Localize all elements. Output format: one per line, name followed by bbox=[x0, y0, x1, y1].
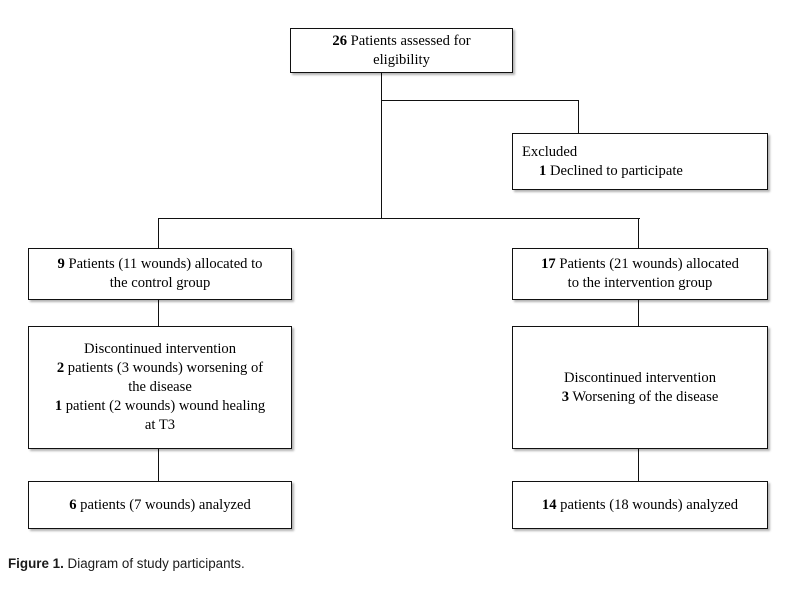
intervention-alloc-line-1-text: Patients (21 wounds) allocated bbox=[555, 256, 739, 273]
intervention-alloc-line-1: 17 Patients (21 wounds) allocated bbox=[520, 255, 760, 274]
intervention-disc-count: 3 bbox=[561, 388, 569, 405]
node-intervention-analyzed: 14 patients (18 wounds) analyzed bbox=[512, 481, 768, 529]
intervention-alloc-count: 17 bbox=[541, 256, 556, 273]
control-analyzed-line-1: 6 patients (7 wounds) analyzed bbox=[36, 496, 284, 515]
figure-caption: Figure 1. Diagram of study participants. bbox=[8, 556, 245, 571]
node-excluded: Excluded 1 Declined to participate bbox=[512, 133, 768, 190]
control-alloc-line-2: the control group bbox=[109, 275, 211, 291]
control-disc-line-3: the disease bbox=[128, 379, 192, 396]
control-disc-line-5: at T3 bbox=[144, 416, 176, 433]
connector-excluded-horizontal bbox=[381, 100, 579, 102]
connector-intervention-drop bbox=[638, 218, 640, 248]
connector-assessed-spine bbox=[381, 72, 383, 219]
intervention-analyzed-count: 14 bbox=[541, 496, 557, 513]
connector-control-drop bbox=[158, 218, 160, 248]
intervention-disc-line-2: 3 Worsening of the disease bbox=[520, 388, 760, 407]
intervention-analyzed-line-1: 14 patients (18 wounds) analyzed bbox=[520, 496, 760, 515]
excluded-line-2-text: Declined to participate bbox=[546, 162, 683, 179]
assessed-line-1-text: Patients assessed for bbox=[346, 32, 471, 49]
assessed-line-2: eligibility bbox=[373, 51, 430, 68]
node-control-analyzed: 6 patients (7 wounds) analyzed bbox=[28, 481, 292, 529]
intervention-disc-line-2-text: Worsening of the disease bbox=[568, 388, 719, 405]
node-patients-assessed-for-eligibility: 26 Patients assessed for eligibility bbox=[290, 28, 513, 73]
control-disc-line-4: 1 patient (2 wounds) wound healing bbox=[36, 397, 284, 416]
control-analyzed-line-1-text: patients (7 wounds) analyzed bbox=[76, 496, 251, 513]
connector-control-discontinued-to-analyzed bbox=[158, 449, 160, 481]
control-disc-count-a: 2 bbox=[56, 360, 65, 377]
control-alloc-count: 9 bbox=[57, 256, 65, 273]
node-control-group-allocation: 9 Patients (11 wounds) allocated to the … bbox=[28, 248, 292, 300]
connector-intervention-discontinued-to-analyzed bbox=[638, 449, 640, 481]
assessed-count: 26 bbox=[332, 32, 347, 49]
assessed-line-1: 26 Patients assessed for bbox=[298, 32, 505, 51]
control-alloc-line-1-text: Patients (11 wounds) allocated to bbox=[64, 256, 263, 273]
excluded-line-1: Excluded bbox=[522, 143, 578, 160]
control-disc-line-2: 2 patients (3 wounds) worsening of bbox=[36, 359, 284, 378]
connector-intervention-alloc-to-discontinued bbox=[638, 300, 640, 326]
node-intervention-group-allocation: 17 Patients (21 wounds) allocated to the… bbox=[512, 248, 768, 300]
connector-allocation-split-bar bbox=[158, 218, 640, 220]
excluded-line-2: 1 Declined to participate bbox=[522, 162, 758, 181]
intervention-analyzed-line-1-text: patients (18 wounds) analyzed bbox=[556, 496, 739, 513]
control-analyzed-count: 6 bbox=[69, 496, 77, 513]
figure-caption-label: Figure 1. bbox=[8, 556, 64, 571]
control-alloc-line-1: 9 Patients (11 wounds) allocated to bbox=[36, 255, 284, 274]
control-disc-count-b: 1 bbox=[54, 397, 63, 414]
figure-caption-text: Diagram of study participants. bbox=[67, 556, 245, 571]
intervention-disc-line-1: Discontinued intervention bbox=[564, 369, 716, 386]
control-disc-line-2-text: patients (3 wounds) worsening of bbox=[64, 360, 264, 377]
excluded-count: 1 bbox=[539, 162, 547, 179]
node-control-discontinued: Discontinued intervention 2 patients (3 … bbox=[28, 326, 292, 449]
control-disc-line-4-text: patient (2 wounds) wound healing bbox=[62, 397, 266, 414]
node-intervention-discontinued: Discontinued intervention 3 Worsening of… bbox=[512, 326, 768, 449]
connector-control-alloc-to-discontinued bbox=[158, 300, 160, 326]
intervention-alloc-line-2: to the intervention group bbox=[567, 275, 713, 291]
control-disc-line-1: Discontinued intervention bbox=[84, 341, 236, 358]
connector-excluded-drop bbox=[578, 100, 580, 133]
